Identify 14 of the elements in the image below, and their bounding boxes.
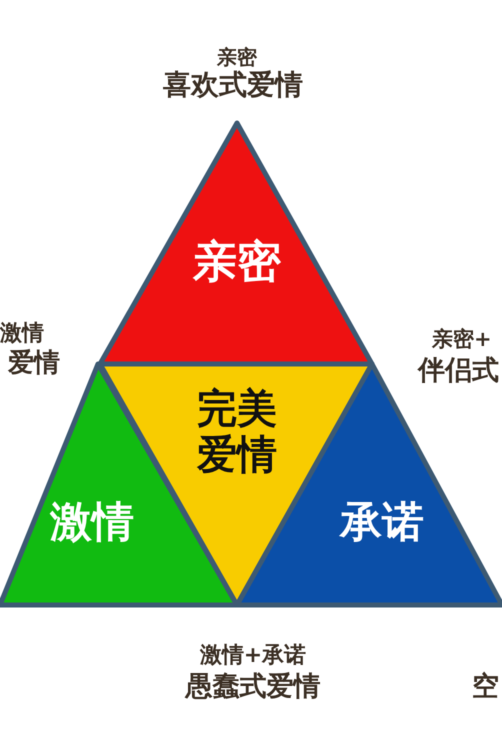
segment-label: 亲密 [192,238,282,288]
love-type-label: 伴侣式 [418,354,499,388]
love-type-label: 喜欢式爱情 [163,67,303,103]
love-type-label: 激情 [0,320,44,348]
love-type-label: 亲密 [217,44,257,70]
love-type-label: 爱情 [8,347,60,380]
segment-label: 承诺 [338,498,425,546]
segment-label: 完美爱情 [196,386,278,478]
love-type-label: 愚蠢式爱情 [186,670,320,704]
love-type-label: 亲密+ [432,326,492,353]
segment-label: 激情 [48,498,135,546]
love-type-label: 激情+承诺 [200,642,306,670]
love-type-label: 空 [472,670,499,704]
triangle-segment [100,123,372,364]
